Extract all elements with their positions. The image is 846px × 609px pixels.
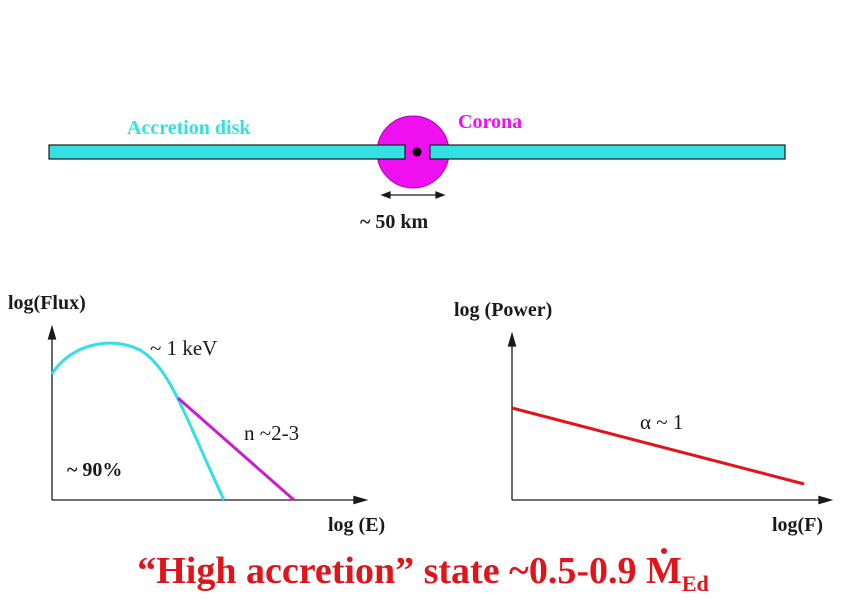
accretion-disk-label: Accretion disk (127, 117, 251, 139)
power-law-line (511, 406, 805, 486)
peak-energy-label: ~ 1 keV (150, 336, 217, 360)
powerlaw-tail-curve (177, 396, 295, 502)
spectral-index-label: n ~2-3 (244, 421, 299, 445)
disk-fraction-label: ~ 90% (67, 459, 122, 481)
power-axis-label: log (Power) (454, 299, 552, 321)
eddington-subscript: Ed (681, 571, 709, 596)
frequency-axis-label: log(F) (772, 514, 823, 536)
size-label: ~ 50 km (360, 211, 429, 233)
spectrum-axes (47, 324, 369, 505)
mdot-symbol: M (646, 546, 682, 596)
spectrum-panel: log(Flux) log (E) ~ 1 keV n ~2-3 ~ 90% (8, 292, 385, 536)
central-black-hole (412, 147, 422, 157)
energy-axis-label: log (E) (328, 514, 385, 536)
corona-label: Corona (458, 111, 522, 133)
thermal-disk-curve (50, 341, 226, 501)
caption-text: “High accretion” state ~0.5-0.9 (137, 550, 646, 592)
accretion-disk-left (48, 144, 406, 160)
flux-axis-label: log(Flux) (8, 292, 86, 314)
power-panel: log (Power) log(F) α ~ 1 (454, 299, 834, 536)
size-arrow (380, 191, 446, 199)
accretion-state-caption: “High accretion” state ~0.5-0.9 MEd (0, 546, 846, 609)
slope-label: α ~ 1 (640, 410, 683, 434)
accretion-disk-right (429, 144, 786, 160)
disk-corona-geometry: Accretion disk Corona ~ 50 km (48, 111, 786, 233)
power-axes (507, 331, 834, 505)
